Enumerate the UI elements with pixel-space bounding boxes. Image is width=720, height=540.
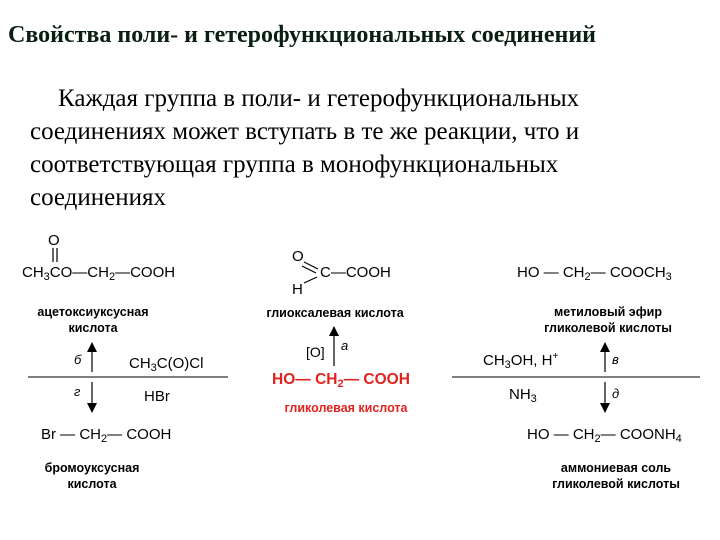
bromo-cooh: COOH [126, 426, 172, 443]
methyl-ester-formula: HO — CH2— COOCH3 [517, 264, 672, 283]
reagent-b-sub: 3 [150, 362, 157, 374]
ammonium-sub4: 4 [675, 433, 682, 445]
glycolic-acid-formula: HO— CH2— COOH [272, 371, 410, 390]
paragraph-line-4: соединениях [30, 184, 166, 211]
acetoxy-ch2: CH [87, 264, 109, 281]
bromo-name: бромоуксусная кислота [32, 460, 152, 492]
methyl-ester-ho: HO [517, 264, 540, 281]
reagent-v-sup: + [552, 351, 559, 362]
methyl-ester-sub3: 3 [665, 271, 672, 283]
glyoxylic-o-label: O [292, 248, 304, 265]
paragraph-line-3: соответствующая группа в монофункциональ… [30, 151, 559, 178]
acetoxy-cooh: COOH [130, 264, 176, 281]
ammonium-ch2: CH [572, 426, 595, 443]
body-paragraph: Каждая группа в поли- и гетерофункционал… [30, 82, 670, 214]
methyl-ester-ch2: CH [562, 264, 585, 281]
reagent-methanol: CH3OH, H+ [483, 351, 558, 371]
acetoxy-ch3: CH [22, 264, 44, 281]
ammonium-coonh: COONH [619, 426, 676, 443]
bromo-br: Br [41, 426, 56, 443]
glycolic-ho: HO [272, 371, 296, 388]
reagent-d-nh: NH [509, 386, 531, 403]
glyoxylic-formula: C—COOH [320, 264, 391, 281]
reagent-d-sub: 3 [530, 393, 537, 405]
methyl-ester-cooch: COOCH [609, 264, 666, 281]
methyl-ester-name-line1: метиловый эфир [554, 305, 662, 319]
glycolic-sub2: 2 [337, 378, 344, 390]
reagent-b-rest: C(O)Cl [156, 355, 204, 372]
reagent-v-ch: CH [483, 352, 505, 369]
glyoxylic-cooh: COOH [345, 264, 391, 281]
glyoxylic-double-bond-1 [303, 261, 319, 270]
acetoxy-sub2: 2 [108, 271, 116, 283]
acetoxy-o-label: O [48, 232, 60, 249]
slide-title: Свойства поли- и гетерофункциональных со… [8, 22, 597, 48]
reaction-label-b: б [74, 352, 82, 367]
acetoxy-sub3: 3 [43, 271, 50, 283]
ammonium-name: аммониевая соль гликолевой кислоты [536, 460, 696, 492]
reagent-acetyl-chloride: CH3C(O)Cl [129, 355, 203, 374]
glycolic-cooh: COOH [363, 371, 410, 388]
paragraph-line-1: Каждая группа в поли- и гетерофункционал… [58, 85, 580, 112]
acetoxy-formula: CH3CO—CH2—COOH [22, 264, 176, 283]
glyoxylic-double-bond-2 [301, 265, 317, 274]
reagent-v-sub: 3 [504, 359, 511, 371]
bromo-sub2: 2 [101, 433, 108, 445]
glycolic-acid-name: гликолевая кислота [284, 401, 408, 415]
reaction-label-v: в [612, 352, 619, 367]
reaction-label-g: г [74, 384, 81, 399]
glyoxylic-h-bond [303, 276, 318, 284]
glycolic-ch2: CH [315, 371, 338, 388]
methyl-ester-name-line2: гликолевой кислоты [544, 321, 672, 335]
glyoxylic-c: C [320, 264, 331, 281]
glyoxylic-h-label: H [292, 281, 303, 298]
reagent-v-rest: OH, H [510, 352, 553, 369]
ammonium-ho: HO [527, 426, 550, 443]
reaction-label-a: а [341, 338, 349, 353]
reagent-b-ch: CH [129, 355, 151, 372]
reaction-label-d: д [612, 386, 620, 401]
bromo-name-line1: бромоуксусная [44, 461, 140, 475]
methyl-ester-sub2: 2 [584, 271, 591, 283]
acetoxy-name-line2: кислота [68, 321, 118, 335]
bromo-formula: Br — CH2— COOH [41, 426, 172, 445]
methyl-ester-name: метиловый эфир гликолевой кислоты [528, 304, 688, 336]
ammonium-name-line2: гликолевой кислоты [552, 477, 680, 491]
ammonium-sub2: 2 [594, 433, 601, 445]
reagent-oxidation: [O] [306, 344, 325, 360]
ammonium-name-line1: аммониевая соль [560, 461, 672, 475]
acetoxy-name-line1: ацетоксиуксусная [37, 305, 149, 319]
bromo-ch2: CH [79, 426, 102, 443]
reagent-ammonia: NH3 [509, 386, 537, 405]
bromo-name-line2: кислота [67, 477, 117, 491]
glyoxylic-name: глиоксалевая кислота [266, 306, 404, 320]
paragraph-line-2: соединениях может вступать в те же реакц… [30, 118, 580, 145]
ammonium-formula: HO — CH2— COONH4 [527, 426, 682, 445]
reagent-hbr: HBr [144, 388, 170, 405]
acetoxy-name: ацетоксиуксусная кислота [28, 304, 158, 336]
acetoxy-co: CO [49, 264, 73, 281]
